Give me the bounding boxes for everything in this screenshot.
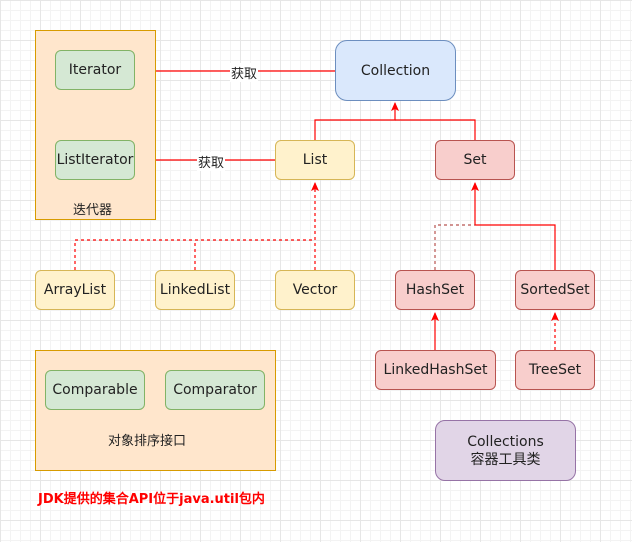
hashset-node[interactable]: HashSet: [395, 270, 475, 310]
linkedhashset-node[interactable]: LinkedHashSet: [375, 350, 496, 390]
edge-list-to-collection: [314, 102, 399, 140]
iterator-group-label: 迭代器: [73, 203, 113, 218]
vector-node[interactable]: Vector: [275, 270, 355, 310]
iterator-node[interactable]: Iterator: [55, 50, 135, 90]
set-node[interactable]: Set: [435, 140, 515, 180]
collections-node-title: Collections: [467, 433, 544, 450]
collections-node-subtitle: 容器工具类: [470, 451, 541, 468]
comparable-node[interactable]: Comparable: [45, 370, 145, 410]
comparator-node[interactable]: Comparator: [165, 370, 265, 410]
comparison-group-label: 对象排序接口: [108, 434, 187, 449]
comparison-group: [35, 350, 276, 471]
treeset-node[interactable]: TreeSet: [515, 350, 595, 390]
edge-arraylist-to-list: [74, 182, 319, 270]
sortedset-node[interactable]: SortedSet: [515, 270, 595, 310]
edge-sortedset-to-set: [471, 182, 556, 270]
edge-label-list-listiterator: 获取: [197, 152, 226, 171]
list-node[interactable]: List: [275, 140, 355, 180]
package-note: JDK提供的集合API位于java.util包内: [38, 492, 265, 507]
listiterator-node[interactable]: ListIterator: [55, 140, 135, 180]
edge-hashset-to-set: [434, 224, 475, 270]
linkedlist-node[interactable]: LinkedList: [155, 270, 235, 310]
edge-set-to-collection: [395, 119, 476, 140]
collection-node[interactable]: Collection: [335, 40, 456, 101]
edge-label-collection-iterator: 获取: [230, 63, 259, 82]
collections-utility-node[interactable]: Collections 容器工具类: [435, 420, 576, 481]
arraylist-node[interactable]: ArrayList: [35, 270, 115, 310]
